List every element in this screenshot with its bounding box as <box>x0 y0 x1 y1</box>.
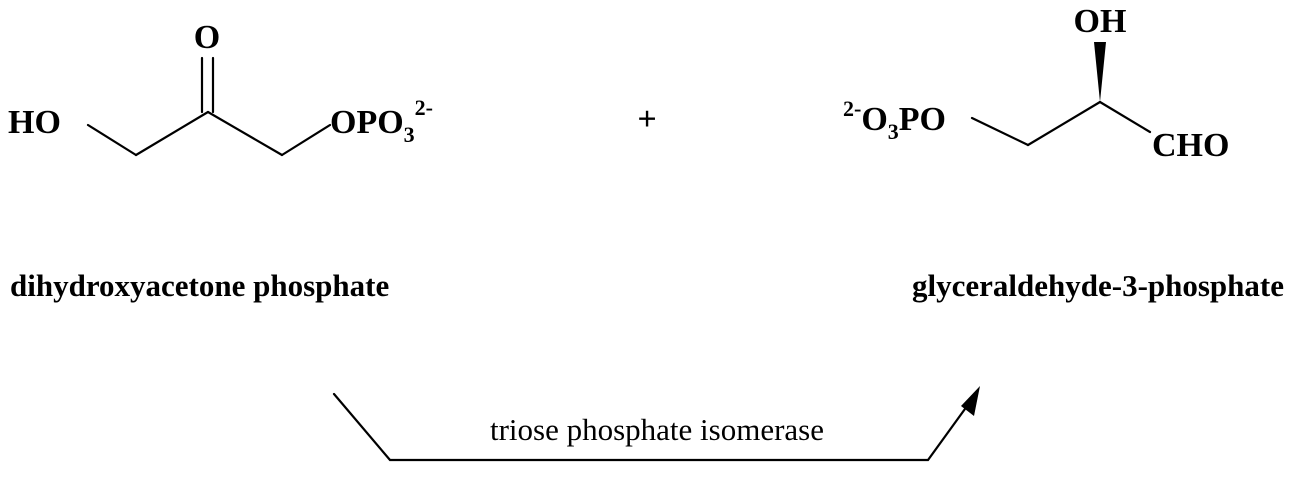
g3p-bond-c1-c2 <box>1026 100 1102 147</box>
dhap-bond-c1-c2 <box>134 110 210 157</box>
g3p-bond-c2-cho <box>1098 100 1152 134</box>
g3p-hydroxyl-label: OH <box>1074 3 1127 40</box>
reaction-arrow-path <box>332 392 972 462</box>
g3p-name: glyceraldehyde-3-phosphate <box>912 268 1284 303</box>
g3p-bond-o-c1 <box>970 116 1030 147</box>
dhap-phosphate-opo: OPO <box>330 104 404 141</box>
plus-sign: + <box>637 101 656 138</box>
dhap-bond-ho-c1 <box>86 123 138 157</box>
enzyme-label: triose phosphate isomerase <box>490 412 824 447</box>
g3p-phosphate-charge: 2- <box>843 96 861 121</box>
dhap-phosphate-charge: 2- <box>415 95 433 120</box>
reaction-arrow <box>332 386 980 462</box>
g3p-phosphate-subscript: 3 <box>888 119 899 144</box>
g3p-phosphate-label: 2-O3PO <box>843 96 946 144</box>
dhap-structure: O HO OPO32- <box>8 19 433 157</box>
dhap-carbonyl-oxygen: O <box>194 19 220 56</box>
dhap-name: dihydroxyacetone phosphate <box>10 268 389 303</box>
dhap-hydroxyl-label: HO <box>8 104 61 141</box>
dhap-bond-c2-c3 <box>206 110 284 157</box>
g3p-aldehyde-label: CHO <box>1152 127 1229 164</box>
arrow-head <box>961 386 980 416</box>
g3p-wedge-bond <box>1094 42 1106 102</box>
dhap-phosphate-subscript: 3 <box>404 122 415 147</box>
dhap-phosphate-label: OPO32- <box>330 95 433 147</box>
g3p-structure: 2-O3PO OH CHO <box>843 3 1229 164</box>
dhap-bond-c3-o <box>280 123 332 157</box>
g3p-phosphate-po: PO <box>899 101 946 138</box>
g3p-phosphate-o: O <box>861 101 887 138</box>
